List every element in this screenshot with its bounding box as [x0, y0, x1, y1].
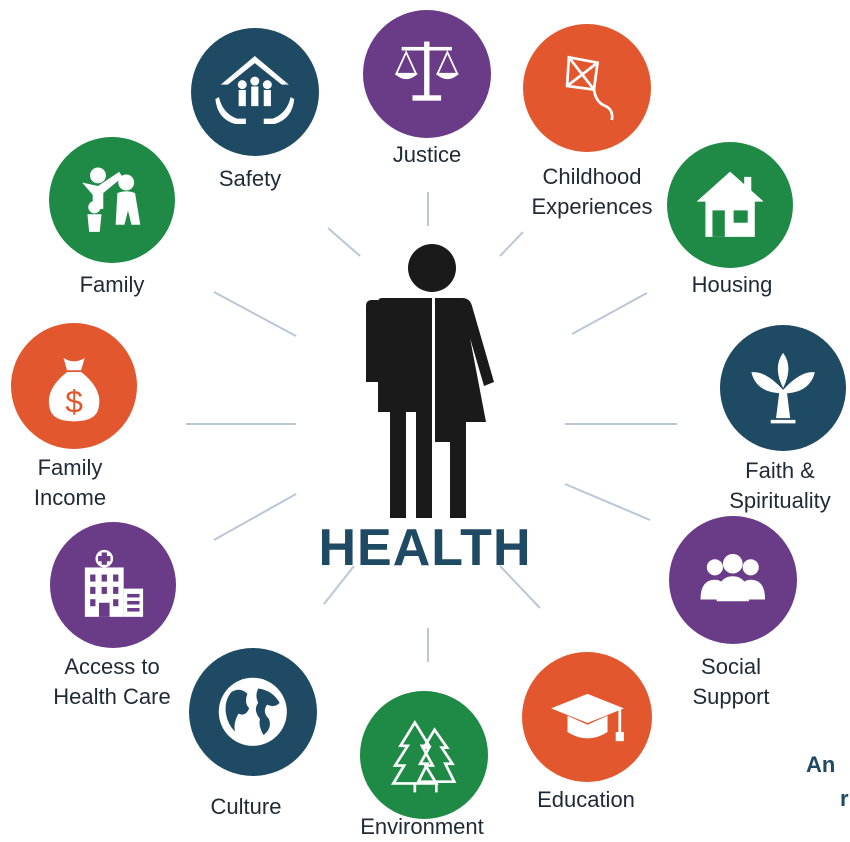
spoke-line — [499, 231, 524, 257]
money-bag-icon: $ — [11, 323, 137, 449]
house-icon — [667, 142, 793, 268]
node-label-line: Health Care — [53, 684, 171, 709]
hospital-icon — [50, 522, 176, 648]
corner-text-fragment-2: r — [840, 786, 849, 811]
corner-text-fragment: An — [806, 752, 836, 777]
globe-icon — [189, 648, 317, 776]
tree-icon — [720, 325, 846, 451]
node-label-line: Access to — [64, 654, 160, 679]
spoke-line — [323, 565, 355, 605]
spoke-line — [564, 483, 651, 521]
graduation-cap-icon — [522, 652, 652, 782]
home-hands-icon — [191, 28, 319, 156]
node-label-education: Education — [486, 785, 686, 815]
svg-text:$: $ — [65, 383, 83, 419]
kite-icon — [523, 24, 651, 152]
scales-icon — [363, 10, 491, 138]
node-label-line: Environment — [360, 814, 484, 839]
node-label-housing: Housing — [632, 270, 832, 300]
health-figure — [366, 244, 494, 522]
node-label-access: Access to Health Care — [12, 652, 212, 712]
node-label-line: Justice — [392, 142, 462, 167]
node-label-line: Support — [692, 684, 770, 709]
node-label-line: Spirituality — [729, 488, 831, 513]
node-label-line: Childhood — [542, 164, 642, 189]
node-label-justice: Justice — [327, 140, 527, 170]
node-label-line: Safety — [218, 166, 282, 191]
node-label-line: Social — [701, 654, 761, 679]
node-label-culture: Culture — [146, 792, 346, 822]
node-label-faith: Faith & Spirituality — [680, 456, 850, 516]
node-label-line: Family — [37, 455, 103, 480]
node-label-line: Experiences — [531, 194, 653, 219]
people-icon — [669, 516, 797, 644]
node-label-line: Family — [79, 272, 145, 297]
family-icon — [49, 137, 175, 263]
health-title: HEALTH — [318, 519, 532, 577]
node-label-line: Culture — [210, 794, 282, 819]
spoke-line — [213, 493, 297, 541]
node-label-safety: Safety — [150, 164, 350, 194]
node-label-family: Family — [12, 270, 212, 300]
node-label-line: Faith & — [745, 458, 815, 483]
spoke-line — [213, 291, 297, 337]
node-label-line: Education — [537, 787, 635, 812]
node-label-line: Housing — [691, 272, 773, 297]
spoke-line — [499, 565, 541, 609]
spoke-line — [571, 292, 648, 335]
node-label-environment: Environment — [322, 812, 522, 842]
node-label-line: Income — [33, 485, 107, 510]
pine-trees-icon — [360, 691, 488, 819]
spoke-line — [327, 227, 361, 257]
